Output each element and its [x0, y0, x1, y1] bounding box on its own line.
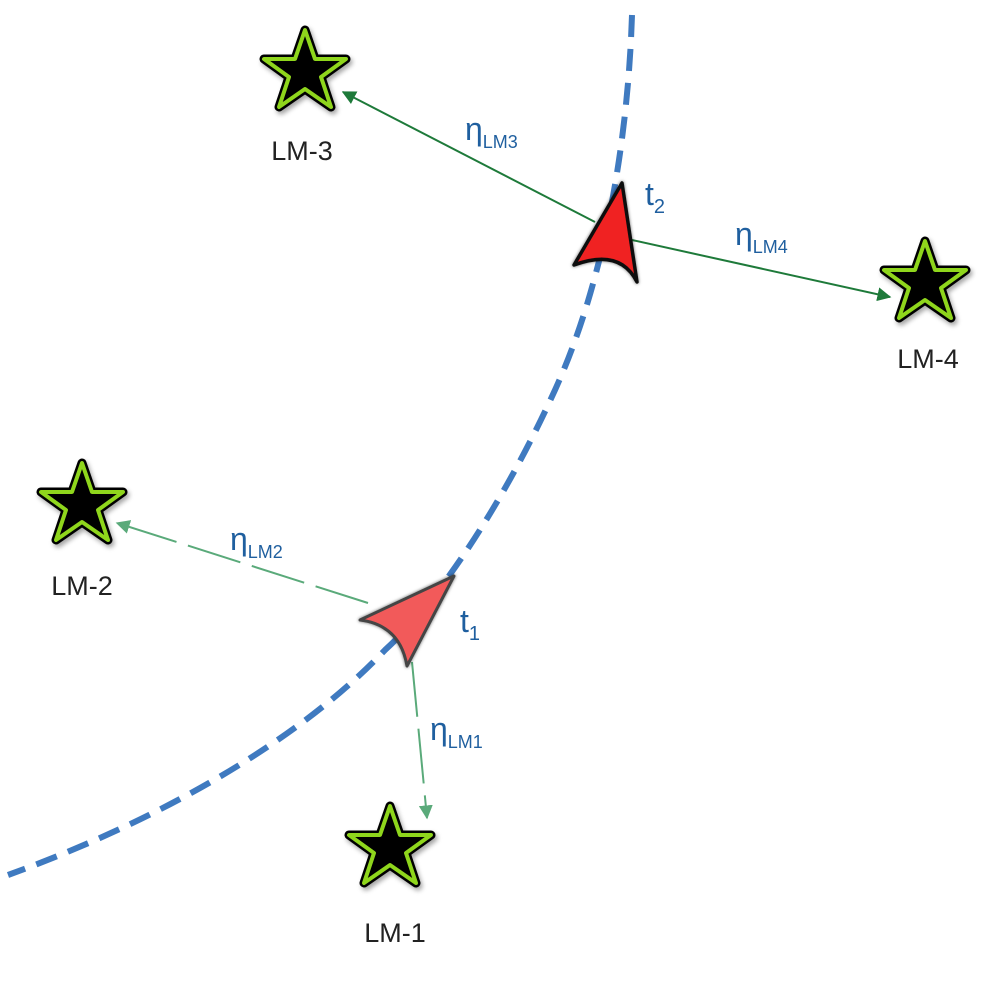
measurement-line-lm3: [341, 91, 596, 223]
landmark-lm2: [41, 463, 123, 540]
star-icon: [349, 806, 431, 883]
landmark-label-lm2: LM-2: [51, 571, 113, 601]
star-icon: [41, 463, 123, 540]
star-icon: [264, 30, 346, 107]
measurement-label-lm1: ηLM1: [430, 711, 483, 752]
landmark-lm1: [349, 806, 431, 883]
star-icon: [884, 241, 966, 318]
time-label-t1: t1: [460, 603, 480, 645]
trajectory-path: [6, 14, 635, 878]
vehicle-t2-arrow-icon: [572, 181, 639, 284]
landmark-label-lm4: LM-4: [897, 344, 959, 374]
landmark-label-lm1: LM-1: [364, 918, 426, 948]
measurement-label-lm4: ηLM4: [735, 216, 788, 257]
measurement-label-lm3: ηLM3: [465, 111, 518, 152]
measurement-line-lm4: [631, 239, 892, 302]
measurement-line-lm2: [115, 520, 369, 604]
landmark-lm3: [264, 30, 346, 107]
landmark-label-lm3: LM-3: [271, 136, 333, 166]
time-label-t2: t2: [645, 176, 665, 218]
vehicle-t1-arrow-icon: [358, 574, 456, 668]
measurement-label-lm2: ηLM2: [230, 521, 283, 562]
measurement-line-lm1: [411, 661, 433, 820]
landmark-lm4: [884, 241, 966, 318]
